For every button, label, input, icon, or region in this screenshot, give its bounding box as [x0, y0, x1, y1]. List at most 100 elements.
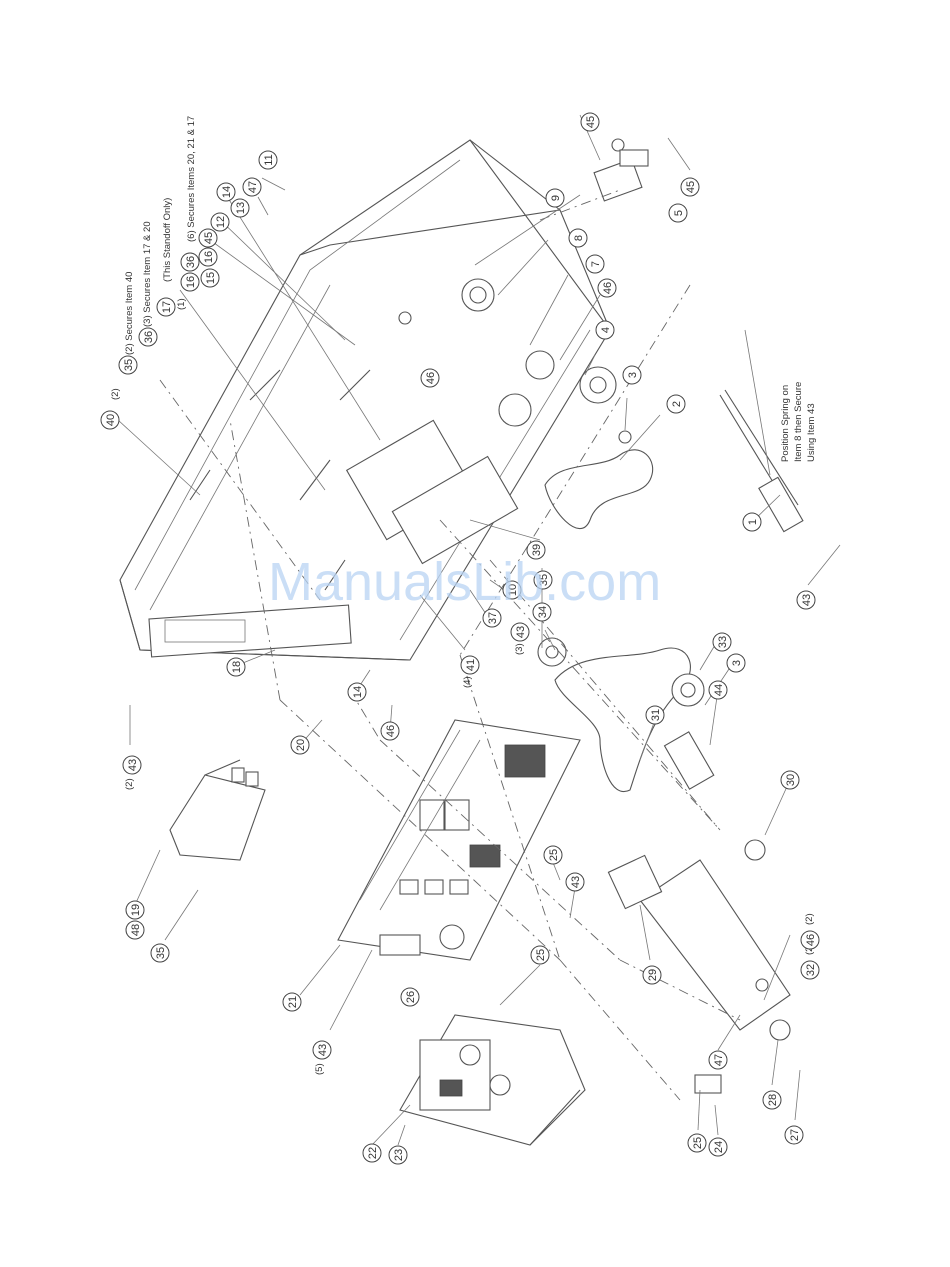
- svg-text:16: 16: [185, 276, 197, 288]
- svg-text:43: 43: [801, 594, 813, 606]
- qty-40: (2): [110, 388, 121, 400]
- callout-36b: 36: [138, 327, 158, 347]
- svg-text:14: 14: [221, 186, 233, 198]
- callout-23: 23: [388, 1145, 408, 1165]
- callout-35c: 35: [150, 943, 170, 963]
- callout-43b: 43: [510, 622, 530, 642]
- callout-39: 39: [526, 540, 546, 560]
- callout-20: 20: [290, 735, 310, 755]
- svg-text:29: 29: [647, 969, 659, 981]
- callout-29: 29: [642, 965, 662, 985]
- callout-45: 45: [198, 228, 218, 248]
- qty-16a: (1): [176, 298, 187, 310]
- svg-text:25: 25: [535, 949, 547, 961]
- svg-text:46: 46: [602, 282, 614, 294]
- callout-2: 2: [666, 394, 686, 414]
- callout-11: 11: [258, 150, 278, 170]
- callout-18: 18: [226, 657, 246, 677]
- svg-text:1: 1: [747, 519, 759, 525]
- callout-14: 14: [216, 182, 236, 202]
- callout-33: 33: [712, 632, 732, 652]
- callout-24: 24: [708, 1137, 728, 1157]
- svg-text:7: 7: [590, 261, 602, 267]
- callout-48: 48: [125, 920, 145, 940]
- svg-text:44: 44: [713, 684, 725, 696]
- svg-text:48: 48: [130, 924, 142, 936]
- svg-text:26: 26: [405, 991, 417, 1003]
- svg-text:46: 46: [805, 934, 817, 946]
- callout-9: 9: [545, 188, 565, 208]
- svg-text:30: 30: [785, 774, 797, 786]
- svg-text:36: 36: [143, 331, 155, 343]
- svg-text:43: 43: [127, 759, 139, 771]
- svg-text:12: 12: [215, 216, 227, 228]
- svg-text:45: 45: [585, 116, 597, 128]
- callout-34: 34: [532, 602, 552, 622]
- qty-46d: (2): [804, 913, 815, 925]
- callout-47b: 47: [708, 1050, 728, 1070]
- svg-text:35: 35: [155, 947, 167, 959]
- callout-46: 46: [597, 278, 617, 298]
- lower-bracket: [607, 839, 791, 1094]
- svg-text:40: 40: [105, 414, 117, 426]
- svg-text:25: 25: [692, 1137, 704, 1149]
- svg-text:18: 18: [231, 661, 243, 673]
- svg-text:21: 21: [287, 996, 299, 1008]
- callout-26: 26: [400, 987, 420, 1007]
- callout-7: 7: [585, 254, 605, 274]
- callout-31: 31: [645, 705, 665, 725]
- svg-text:37: 37: [487, 612, 499, 624]
- svg-text:35: 35: [538, 574, 550, 586]
- svg-text:43: 43: [317, 1044, 329, 1056]
- svg-text:47: 47: [713, 1054, 725, 1066]
- svg-text:28: 28: [767, 1094, 779, 1106]
- transformer: [169, 759, 266, 861]
- svg-text:47: 47: [247, 181, 259, 193]
- callout-27: 27: [784, 1125, 804, 1145]
- callout-21: 21: [282, 992, 302, 1012]
- callout-25c: 25: [687, 1133, 707, 1153]
- svg-text:10: 10: [507, 584, 519, 596]
- callout-47: 47: [242, 177, 262, 197]
- qty-41: (4): [462, 676, 473, 688]
- svg-text:45: 45: [203, 232, 215, 244]
- svg-text:3: 3: [627, 372, 639, 378]
- svg-text:46: 46: [385, 725, 397, 737]
- svg-text:34: 34: [537, 606, 549, 618]
- svg-text:27: 27: [789, 1129, 801, 1141]
- callout-30: 30: [780, 770, 800, 790]
- svg-text:46: 46: [425, 372, 437, 384]
- svg-text:25: 25: [548, 849, 560, 861]
- note-spring-line-1: Position Spring on: [780, 385, 791, 462]
- callout-8: 8: [568, 228, 588, 248]
- note-secures-17-20: (3) Secures Item 17 & 20: [142, 221, 153, 327]
- qty-43d: (5): [314, 1063, 325, 1075]
- callout-35b: 35: [533, 570, 553, 590]
- callout-22: 22: [362, 1143, 382, 1163]
- svg-text:19: 19: [130, 904, 142, 916]
- svg-text:39: 39: [531, 544, 543, 556]
- svg-text:41: 41: [465, 659, 477, 671]
- svg-text:20: 20: [295, 739, 307, 751]
- callouts: 11 47 14 13 12 45 16 36 15 17 16 35 36 4…: [100, 112, 820, 1165]
- callout-14b: 14: [347, 682, 367, 702]
- callout-43d: 43: [565, 872, 585, 892]
- callout-16b: 16: [180, 272, 200, 292]
- callout-32: 32: [800, 960, 820, 980]
- svg-text:23: 23: [393, 1149, 405, 1161]
- callout-10: 10: [502, 580, 522, 600]
- qty-43b: (3): [514, 643, 525, 655]
- qty-43c: (2): [124, 778, 135, 790]
- drive-belts: [537, 366, 715, 793]
- callout-43e: 43: [312, 1040, 332, 1060]
- callout-35: 35: [118, 355, 138, 375]
- svg-text:13: 13: [235, 202, 247, 214]
- note-secures-40: (2) Secures Item 40: [124, 272, 135, 355]
- power-supply-board: [399, 1014, 586, 1146]
- svg-text:43: 43: [570, 876, 582, 888]
- callout-12: 12: [210, 212, 230, 232]
- callout-13: 13: [230, 198, 250, 218]
- callout-25: 25: [543, 845, 563, 865]
